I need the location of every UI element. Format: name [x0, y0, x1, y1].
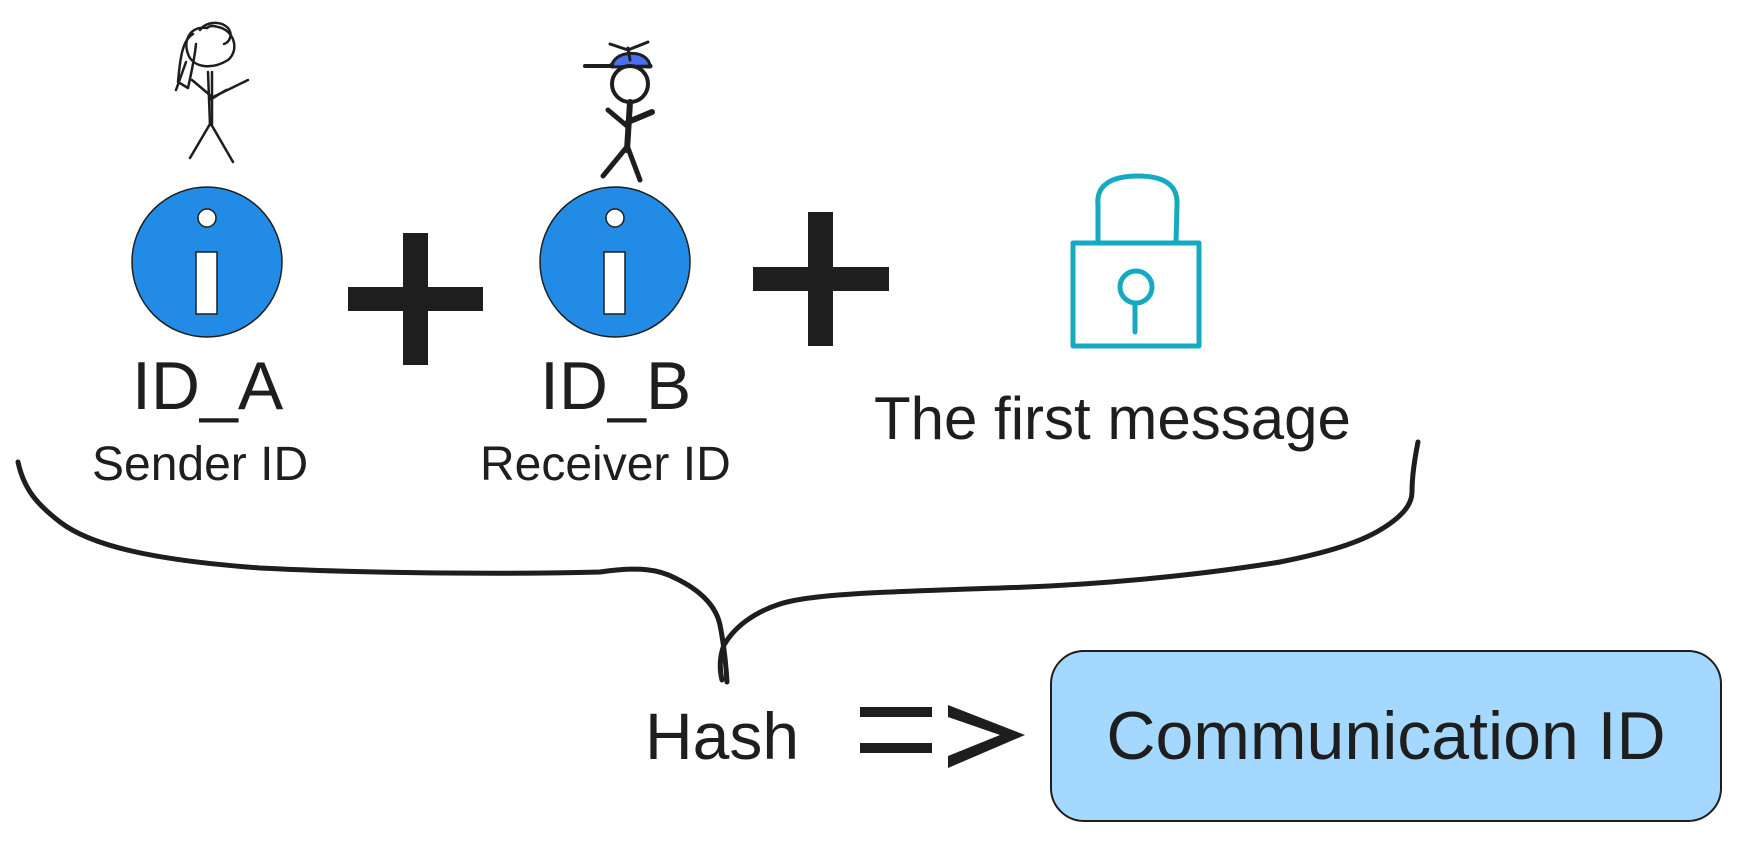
stick-figure-propeller-hat-icon: [583, 40, 655, 183]
receiver-id-label: ID_B: [540, 348, 692, 424]
plus-icon: [348, 233, 483, 365]
receiver-caption: Receiver ID: [480, 438, 731, 491]
lock-icon: [1070, 173, 1202, 349]
curly-brace: [15, 439, 1421, 685]
communication-id-box: Communication ID: [1050, 650, 1722, 822]
stick-figure-ponytail-icon: [174, 21, 250, 164]
info-icon: [131, 186, 283, 338]
plus-icon: [753, 212, 889, 346]
sender-caption: Sender ID: [92, 438, 309, 491]
sender-id-label: ID_A: [132, 348, 284, 424]
arrow-icon: [860, 705, 1025, 768]
communication-id-label: Communication ID: [1106, 698, 1666, 774]
info-icon: [539, 186, 691, 338]
message-caption: The first message: [874, 385, 1351, 452]
hash-label: Hash: [645, 699, 800, 773]
